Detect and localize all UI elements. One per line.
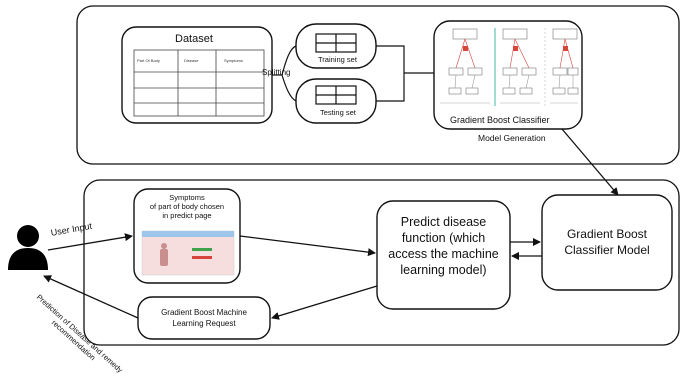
request-line-1: Gradient Boost Machine	[161, 308, 247, 317]
model-line-2: Classifier Model	[564, 243, 650, 257]
predict-to-request-arrow	[271, 285, 378, 320]
split-connector	[272, 45, 297, 102]
testing-set-label: Testing set	[320, 108, 356, 117]
set-to-classifier-connector	[376, 45, 434, 102]
request-line-2: Learning Request	[172, 319, 236, 328]
dataset-column-2: Disease	[184, 58, 199, 63]
request-box-text: Gradient Boost Machine Learning Request	[138, 307, 270, 329]
testing-grid-icon	[315, 85, 357, 105]
symptoms-line-3: in predict page	[162, 211, 212, 220]
system-architecture-diagram: Dataset Part Of Body Disease Symptoms Sp…	[8, 5, 680, 374]
symptoms-line-1: Symptoms	[169, 193, 205, 202]
model-line-1: Gradient Boost	[566, 227, 648, 241]
bottom-panel	[83, 179, 680, 346]
symptoms-thumbnail	[141, 230, 235, 276]
symptoms-box-text: Symptoms of part of body chosen in predi…	[134, 193, 240, 220]
symptoms-line-2: of part of body chosen	[149, 202, 225, 211]
diagram-wires	[8, 5, 680, 346]
person-icon	[8, 225, 48, 270]
top-panel	[76, 5, 680, 165]
dataset-column-1: Part Of Body	[137, 58, 160, 63]
split-label: Splitting	[262, 68, 291, 77]
training-grid-icon	[315, 33, 357, 53]
classifier-thumbnail	[440, 28, 579, 106]
model-generation-label: Model Generation	[478, 133, 546, 143]
dataset-title: Dataset	[175, 33, 213, 45]
model-box-text: Gradient Boost Classifier Model	[542, 226, 672, 258]
predict-box	[376, 200, 511, 310]
request-to-user-arrow	[43, 275, 139, 319]
model-generation-arrow	[561, 128, 619, 196]
model-box	[541, 194, 673, 291]
training-set-label: Training set	[318, 55, 357, 64]
classifier-label: Gradient Boost Classifier	[450, 115, 550, 125]
dataset-column-3: Symptoms	[224, 58, 243, 63]
symptoms-to-predict-arrow	[239, 235, 376, 257]
predict-box-text: Predict disease function (which access t…	[388, 215, 499, 277]
user-input-arrow	[47, 233, 133, 251]
dataset-table	[133, 49, 265, 117]
